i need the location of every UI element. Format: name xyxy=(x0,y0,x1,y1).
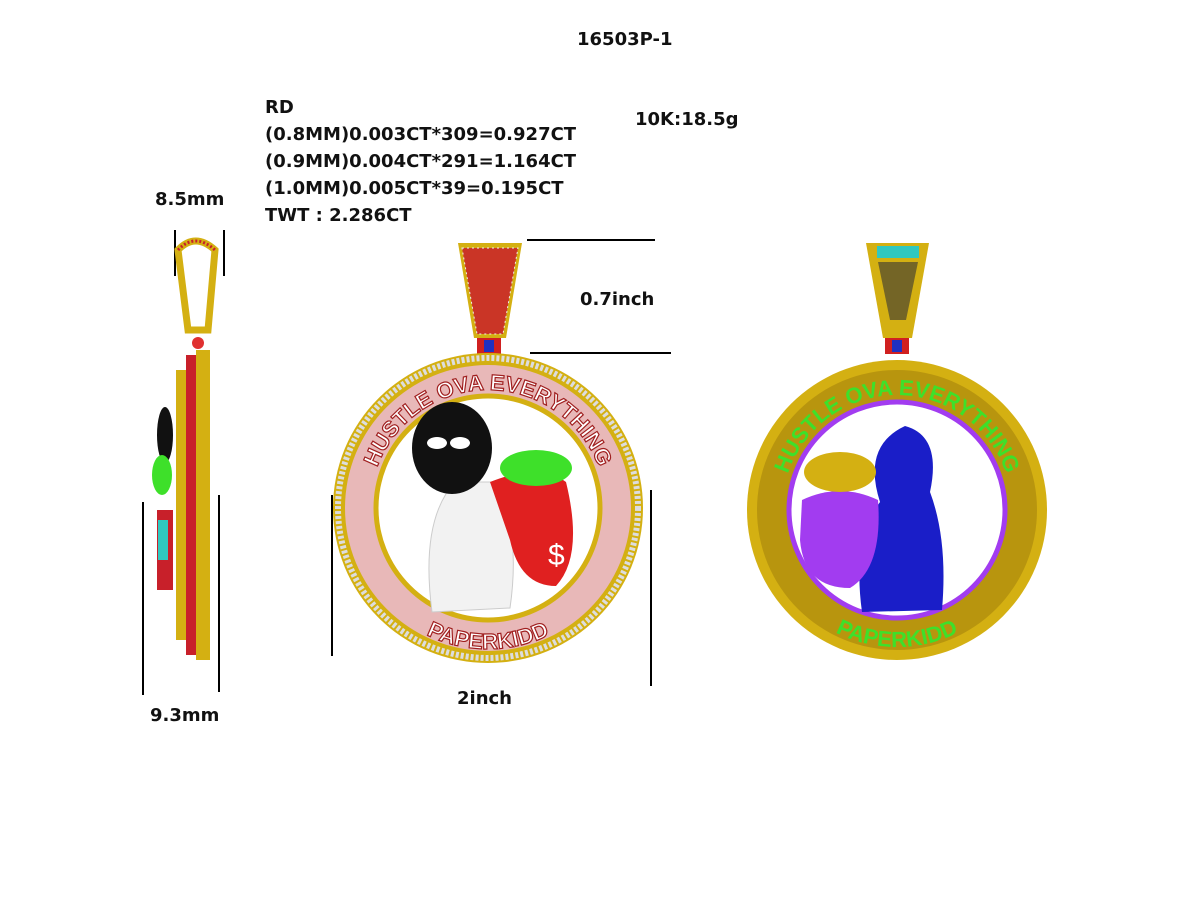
bail-thickness-label: 8.5mm xyxy=(155,189,225,210)
stone-spec-total: TWT : 2.286CT xyxy=(265,205,412,226)
stone-spec-line: (0.9MM)0.004CT*291=1.164CT xyxy=(265,151,577,172)
pendant-back-view: HUSTLE OVA EVERYTHING PAPERKIDD xyxy=(747,243,1047,660)
stone-spec-heading: RD xyxy=(265,97,294,118)
stone-spec: RD (0.8MM)0.003CT*309=0.927CT (0.9MM)0.0… xyxy=(265,94,576,229)
dimension-lines xyxy=(142,230,671,695)
stone-spec-line: (1.0MM)0.005CT*39=0.195CT xyxy=(265,178,564,199)
metal-weight: 10K:18.5g xyxy=(635,109,739,130)
drawing-title: 16503P-1 xyxy=(577,29,673,50)
pendant-front-view: $ HUSTLE OVA EVERYTHING PAPERKIDD xyxy=(333,243,643,663)
bail-height-label: 0.7inch xyxy=(580,289,655,310)
svg-text:$: $ xyxy=(548,539,565,572)
pendant-thickness-label: 9.3mm xyxy=(150,705,220,726)
pendant-side-view xyxy=(152,237,219,660)
diameter-label: 2inch xyxy=(457,688,512,709)
stone-spec-line: (0.8MM)0.003CT*309=0.927CT xyxy=(265,124,577,145)
